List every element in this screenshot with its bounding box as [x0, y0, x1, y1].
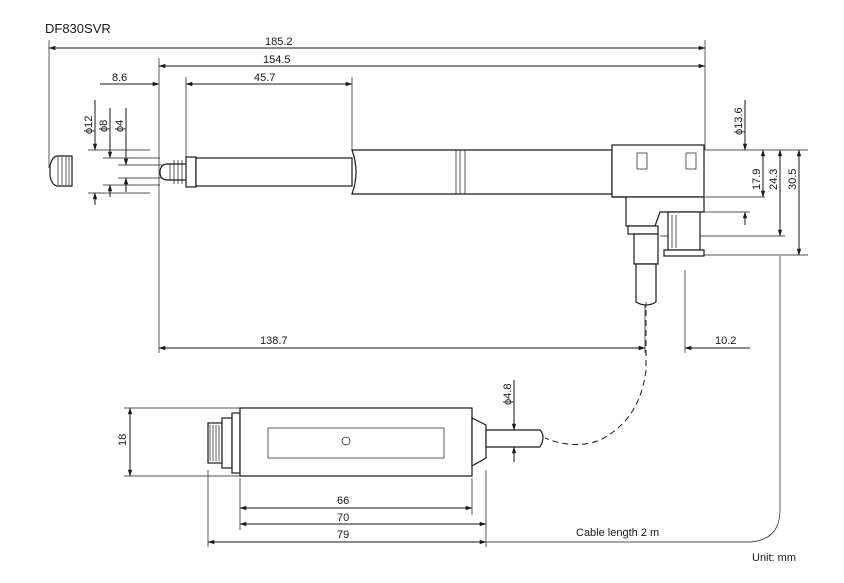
- dim-phi8: ϕ8: [98, 108, 160, 197]
- dim-66: 66: [239, 495, 473, 511]
- lower-extension-lines: [124, 407, 540, 547]
- dim-8-6: 8.6: [100, 72, 230, 87]
- cable-length-label: Cable length 2 m: [576, 527, 659, 539]
- dim-138-7-label: 138.7: [260, 335, 288, 347]
- dim-8-6-label: 8.6: [112, 72, 127, 84]
- dim-138-7: 138.7: [158, 335, 646, 351]
- dim-phi4-8: ϕ4.8: [502, 380, 517, 462]
- dim-17-9-label: 17.9: [751, 169, 763, 190]
- dim-24-3-label: 24.3: [768, 169, 780, 190]
- dim-phi4: ϕ4: [114, 108, 168, 192]
- probe-body: [159, 144, 705, 308]
- dim-10-2: 10.2: [615, 335, 750, 351]
- dim-185-2: 185.2: [48, 36, 706, 51]
- model-title: DF830SVR: [45, 21, 111, 36]
- dim-17-9: 17.9: [751, 149, 766, 198]
- dim-phi4-label: ϕ4: [114, 120, 126, 132]
- dim-24-3: 24.3: [768, 149, 783, 237]
- dim-79-label: 79: [337, 529, 349, 541]
- dim-10-2-label: 10.2: [715, 335, 736, 347]
- unit-note: Unit: mm: [752, 552, 796, 564]
- interface-unit: [207, 407, 544, 477]
- dim-phi13-6-label: ϕ13.6: [733, 107, 745, 135]
- dim-70-label: 70: [337, 512, 349, 524]
- cable-path: [544, 310, 647, 445]
- dim-30-5: 30.5: [787, 149, 802, 256]
- dim-phi4-8-label: ϕ4.8: [502, 384, 514, 405]
- probe-cap: [49, 155, 73, 187]
- dim-185-2-label: 185.2: [265, 36, 293, 48]
- dim-18-label: 18: [117, 434, 129, 446]
- dim-18: 18: [117, 407, 133, 477]
- dim-154-5-label: 154.5: [263, 54, 291, 66]
- dim-79: 79: [207, 529, 487, 545]
- dim-phi8-label: ϕ8: [98, 120, 110, 132]
- dim-phi12-label: ϕ12: [83, 116, 95, 134]
- dim-30-5-label: 30.5: [787, 169, 799, 190]
- dim-154-5: 154.5: [158, 54, 706, 69]
- dim-66-label: 66: [337, 495, 349, 507]
- dim-phi13-6: ϕ13.6: [733, 100, 748, 225]
- dim-45-7: 45.7: [186, 72, 353, 87]
- cable-length-leader: [486, 256, 781, 543]
- dim-phi12: ϕ12: [83, 100, 150, 205]
- dim-70: 70: [239, 512, 487, 527]
- dim-45-7-label: 45.7: [254, 72, 275, 84]
